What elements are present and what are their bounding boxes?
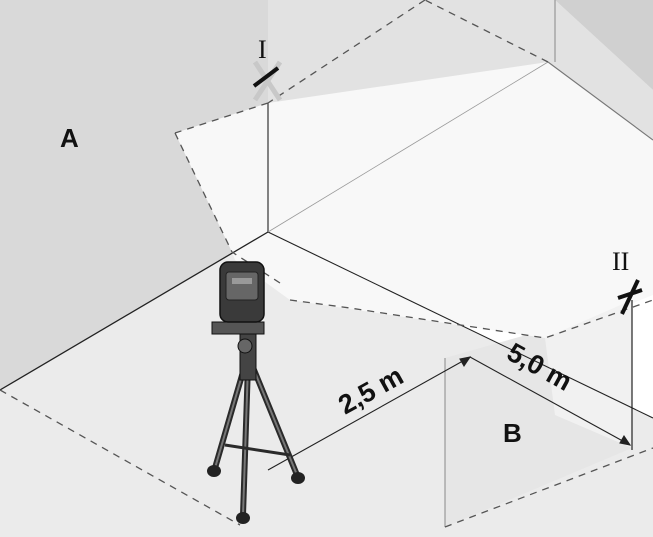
marker-cross-1 (252, 60, 283, 102)
dimension-near (267, 356, 471, 471)
point-2-label: II (612, 247, 629, 276)
dimension-far (469, 356, 631, 446)
wall-a-label: A (60, 123, 79, 153)
laser-plane-wall-b (545, 300, 632, 448)
marker-cross-2 (617, 279, 643, 315)
laser-plane (175, 62, 653, 338)
tripod-with-laser (207, 261, 305, 524)
upper-right-wall (555, 0, 653, 90)
back-wall (268, 0, 653, 232)
wall-b-label: B (503, 418, 522, 448)
point-1-label: I (258, 35, 267, 64)
dimension-lines (267, 356, 632, 471)
